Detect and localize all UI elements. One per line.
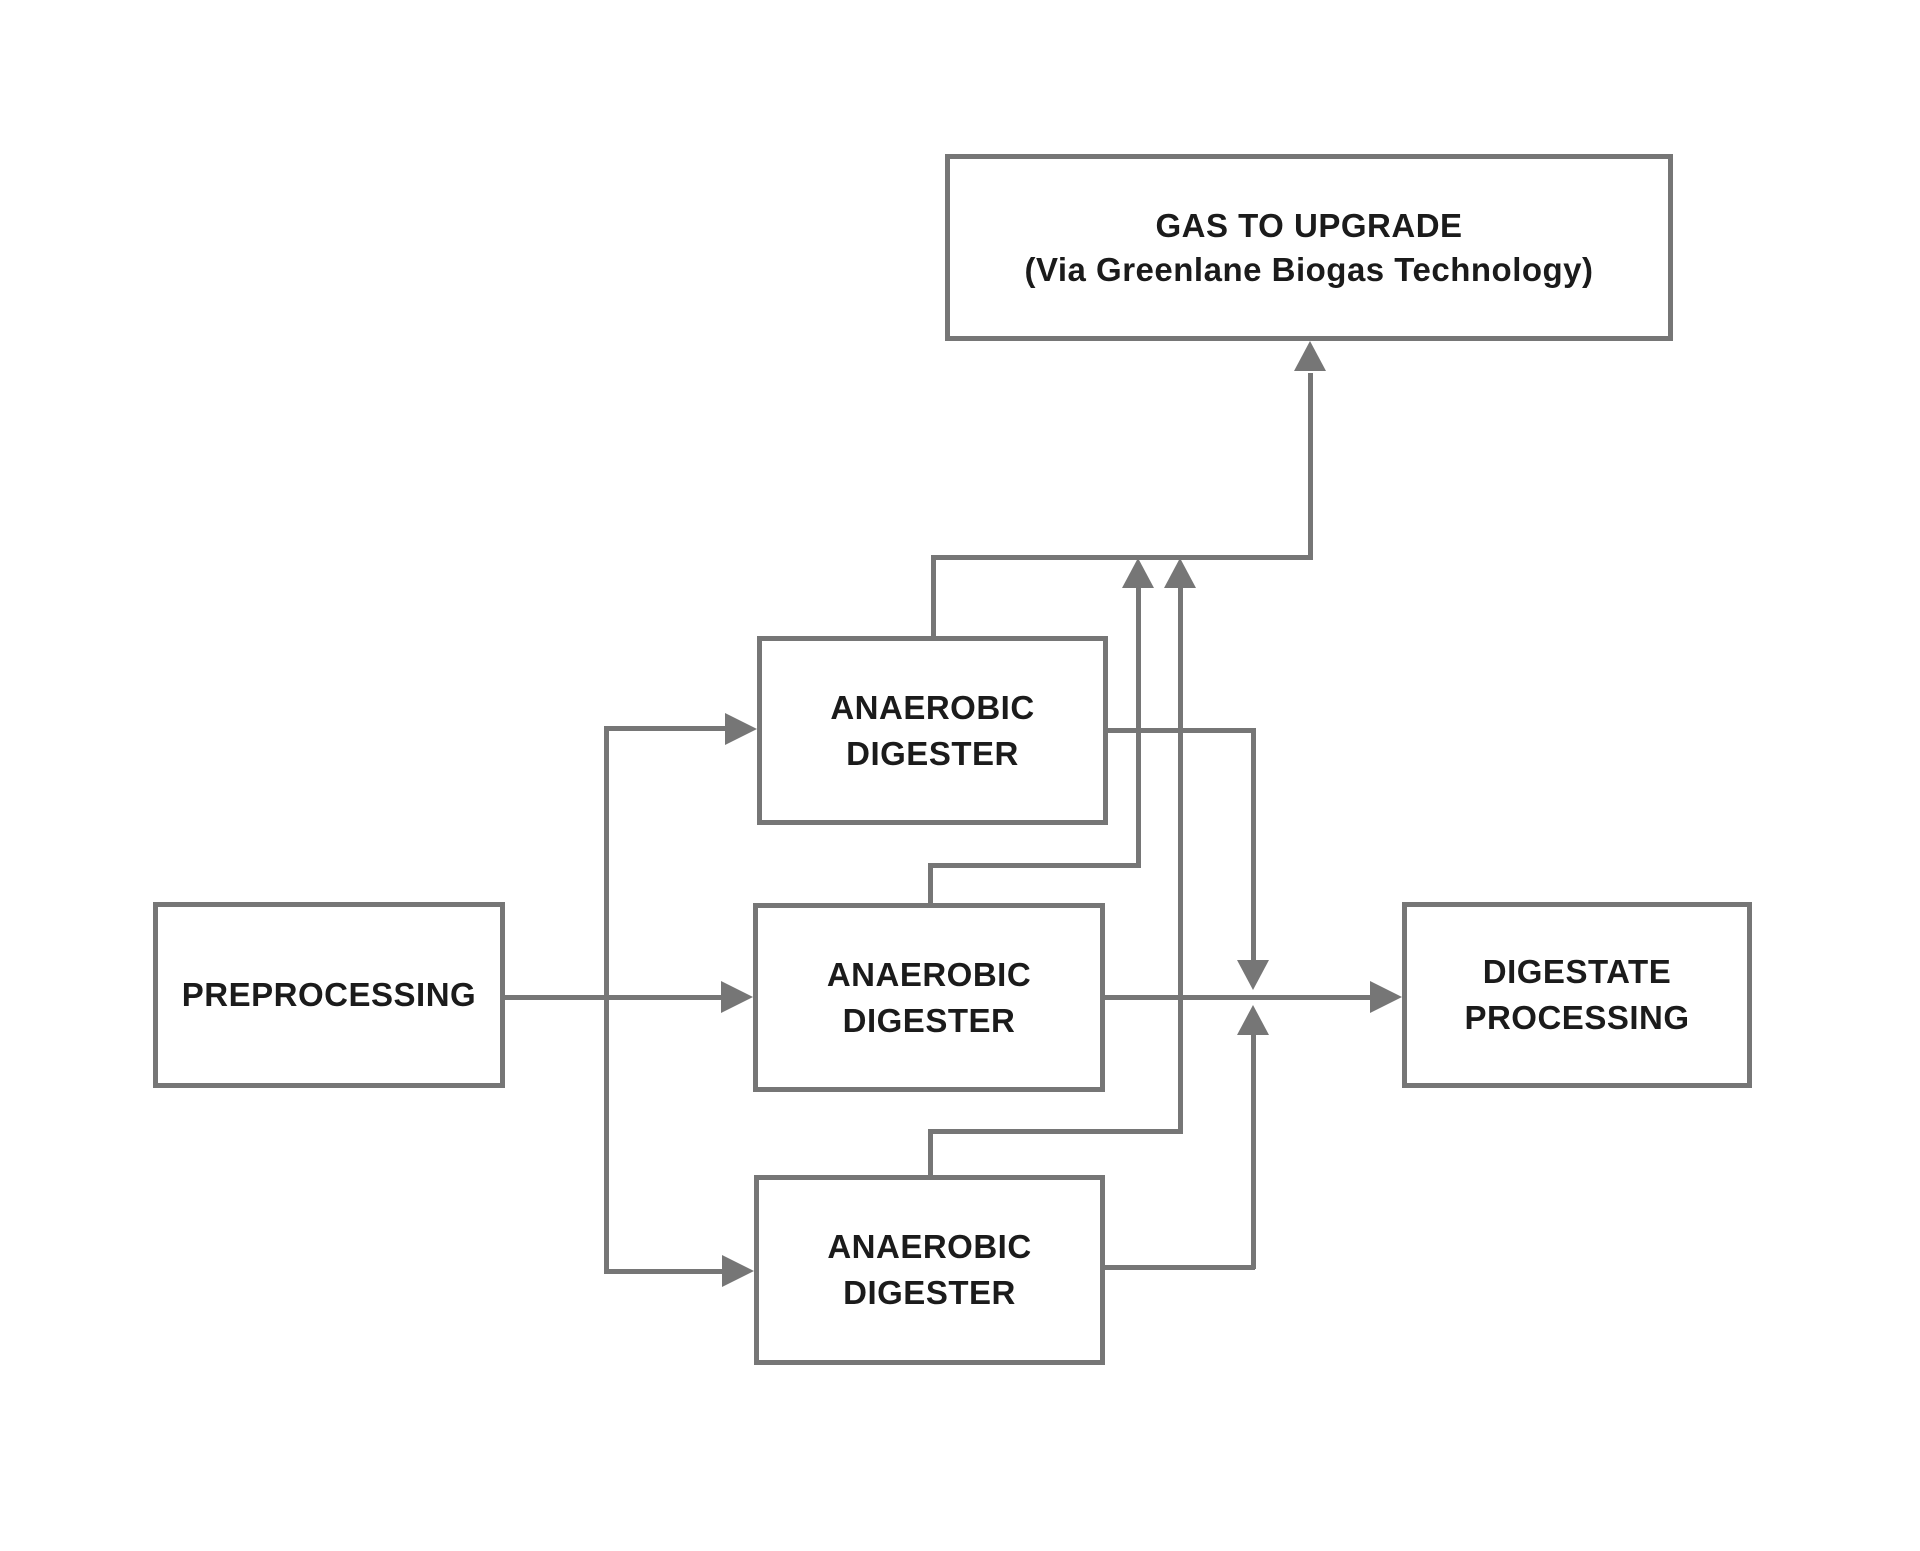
digestate-processing-line1: DIGESTATE — [1482, 953, 1672, 990]
anaerobic-digester-top-label: ANAEROBIC DIGESTER — [830, 685, 1034, 777]
flow-line-gas-bottom-digester-riser2 — [1178, 588, 1183, 1134]
gas-to-upgrade-label-line2: (Via Greenlane Biogas Technology) — [1024, 250, 1594, 288]
arrowhead-feed-bottom-digester — [722, 1255, 754, 1287]
preprocessing-label: PREPROCESSING — [181, 976, 477, 1013]
flow-line-digestate-top-vertical — [1251, 728, 1256, 960]
digestate-processing-box: DIGESTATE PROCESSING — [1402, 902, 1752, 1088]
flow-line-gas-header — [931, 555, 1313, 560]
flow-line-gas-to-upgrade-riser — [1308, 373, 1313, 560]
flow-line-gas-bottom-digester-horizontal — [928, 1129, 1182, 1134]
arrowhead-gas-bottom-digester — [1164, 558, 1196, 588]
arrowhead-digestate-bottom-join — [1237, 1005, 1269, 1035]
flow-line-feed-bottom-digester — [604, 1269, 722, 1274]
flow-line-digestate-top-horizontal — [1108, 728, 1255, 733]
gas-to-upgrade-label: GAS TO UPGRADE (Via Greenlane Biogas Tec… — [1024, 204, 1593, 292]
gas-to-upgrade-label-line1: GAS TO UPGRADE — [1155, 206, 1463, 244]
anaerobic-digester-bottom-line2: DIGESTER — [843, 1274, 1016, 1311]
anaerobic-digester-middle-label: ANAEROBIC DIGESTER — [827, 952, 1031, 1044]
gas-to-upgrade-box: GAS TO UPGRADE (Via Greenlane Biogas Tec… — [945, 154, 1673, 341]
arrowhead-digestate-top-join — [1237, 960, 1269, 990]
flow-line-digestate-bottom-horizontal — [1105, 1265, 1255, 1270]
arrowhead-digestate-processing — [1370, 981, 1402, 1013]
anaerobic-digester-bottom-line1: ANAEROBIC — [827, 1228, 1032, 1265]
flow-line-feed-top-digester — [604, 726, 725, 731]
digestate-processing-label: DIGESTATE PROCESSING — [1464, 949, 1689, 1041]
anaerobic-digester-middle-box: ANAEROBIC DIGESTER — [753, 903, 1105, 1092]
arrowhead-gas-to-upgrade — [1294, 341, 1326, 371]
anaerobic-digester-bottom-box: ANAEROBIC DIGESTER — [754, 1175, 1105, 1365]
preprocessing-box: PREPROCESSING — [153, 902, 505, 1088]
anaerobic-digester-top-line1: ANAEROBIC — [830, 688, 1035, 726]
flow-line-gas-middle-digester-riser1 — [928, 863, 933, 905]
flow-line-preprocessing-output — [505, 995, 608, 1000]
flow-line-digestate-bottom-vertical — [1251, 1033, 1256, 1269]
flow-line-feed-splitter-vertical — [604, 726, 609, 1274]
digestate-processing-line2: PROCESSING — [1464, 999, 1690, 1036]
anaerobic-digester-top-line2: DIGESTER — [846, 734, 1019, 772]
flow-line-feed-middle-digester — [604, 995, 721, 1000]
anaerobic-digester-middle-line1: ANAEROBIC — [826, 955, 1032, 993]
flow-line-gas-bottom-digester-riser1 — [928, 1129, 933, 1177]
flow-line-gas-top-digester-riser — [931, 555, 936, 638]
anaerobic-digester-bottom-label: ANAEROBIC DIGESTER — [827, 1224, 1031, 1316]
arrowhead-gas-middle-digester — [1122, 558, 1154, 588]
flow-line-digestate-middle-horizontal — [1105, 995, 1372, 1000]
anaerobic-digester-top-box: ANAEROBIC DIGESTER — [757, 636, 1108, 825]
anaerobic-digester-middle-line2: DIGESTER — [842, 1001, 1016, 1039]
arrowhead-feed-middle-digester — [721, 981, 753, 1013]
arrowhead-feed-top-digester — [725, 713, 757, 745]
flow-line-gas-middle-digester-horizontal — [928, 863, 1141, 868]
